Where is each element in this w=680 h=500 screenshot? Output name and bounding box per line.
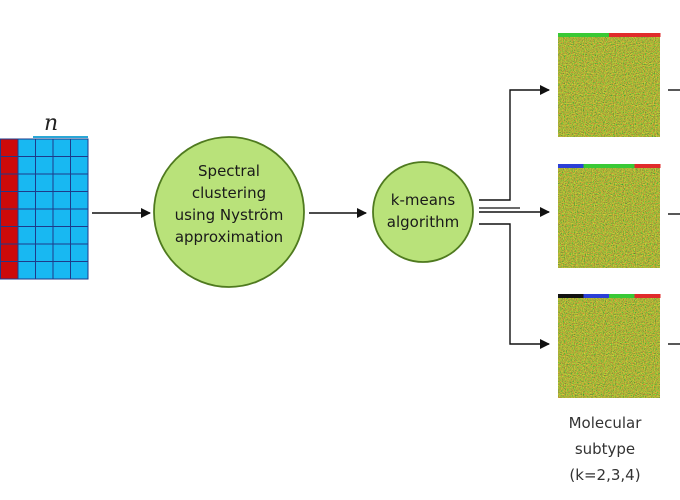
heatmap-group-bar-segment: [558, 33, 584, 37]
matrix-cell: [35, 191, 54, 210]
molecular-subtype-caption: Molecular subtype (k=2,3,4): [569, 414, 643, 484]
matrix-cell: [52, 138, 71, 157]
matrix-cell: [52, 156, 71, 175]
heatmap-group-bar-segment: [583, 164, 610, 168]
matrix-cells: [0, 138, 89, 280]
matrix-cell: [35, 261, 54, 280]
heatmap-group-bar-segment: [558, 164, 584, 168]
matrix-cell: [0, 208, 19, 227]
matrix-cell: [70, 191, 89, 210]
heatmap-group-bar-segment: [583, 294, 610, 298]
matrix-cell: [70, 261, 89, 280]
matrix-cell: [0, 226, 19, 245]
matrix-cell: [35, 156, 54, 175]
matrix-cell: [0, 261, 19, 280]
outgoing-stubs: [668, 89, 680, 345]
caption-line-1: Molecular: [569, 414, 643, 432]
matrix-dimension-label: n: [44, 111, 58, 136]
matrix-cell: [17, 173, 36, 192]
matrix-cell: [35, 243, 54, 262]
kmeans-node: k-means algorithm: [372, 161, 474, 263]
heatmap-2: [558, 164, 661, 268]
matrix-cell: [17, 138, 36, 157]
spectral-clustering-circle: [153, 136, 305, 288]
heatmap-texture: [558, 168, 660, 268]
matrix-cell: [35, 226, 54, 245]
spectral-clustering-node: Spectral clustering using Nyström approx…: [153, 136, 305, 288]
matrix-cell: [52, 226, 71, 245]
matrix-cell: [35, 138, 54, 157]
matrix-cell: [52, 261, 71, 280]
heatmap-1: [558, 33, 661, 137]
matrix-cell: [70, 226, 89, 245]
matrix-cell: [70, 138, 89, 157]
matrix-cell: [0, 191, 19, 210]
branch-arrows: [479, 85, 550, 349]
heatmap-group-bar-segment: [583, 33, 610, 37]
matrix-cell: [0, 156, 19, 175]
matrix-cell: [17, 156, 36, 175]
matrix-cell: [35, 173, 54, 192]
matrix-cell: [52, 191, 71, 210]
heatmap-texture: [558, 298, 660, 398]
data-matrix: n: [0, 111, 89, 280]
matrix-cell: [17, 191, 36, 210]
matrix-cell: [35, 208, 54, 227]
kmeans-label-2: algorithm: [387, 213, 459, 231]
heatmap-group-bar-segment: [609, 294, 635, 298]
matrix-cell: [52, 208, 71, 227]
matrix-cell: [52, 243, 71, 262]
spectral-label-1: Spectral: [198, 162, 260, 180]
matrix-cell: [70, 173, 89, 192]
arrow-to-heatmap-3: [479, 223, 550, 349]
heatmap-group-bar-segment: [609, 164, 635, 168]
heatmap-group-bar-segment: [558, 294, 584, 298]
heatmap-group-bar-segment: [634, 164, 661, 168]
matrix-cell: [70, 208, 89, 227]
matrix-cell: [17, 243, 36, 262]
heatmap-group-bar-segment: [609, 33, 635, 37]
matrix-cell: [17, 261, 36, 280]
matrix-cell: [17, 208, 36, 227]
matrix-cell: [70, 156, 89, 175]
matrix-cell: [0, 173, 19, 192]
heatmap-group-bar-segment: [634, 294, 661, 298]
heatmap-3: [558, 294, 661, 398]
caption-line-3: (k=2,3,4): [569, 466, 640, 484]
arrow-to-heatmap-1: [479, 85, 550, 201]
kmeans-label-1: k-means: [391, 191, 456, 209]
kmeans-circle: [372, 161, 474, 263]
spectral-label-4: approximation: [175, 228, 283, 246]
matrix-cell: [0, 243, 19, 262]
caption-line-2: subtype: [575, 440, 635, 458]
spectral-label-3: using Nyström: [175, 206, 284, 224]
spectral-label-2: clustering: [192, 184, 266, 202]
matrix-cell: [70, 243, 89, 262]
heatmap-texture: [558, 37, 660, 137]
matrix-cell: [0, 138, 19, 157]
heatmaps: [558, 33, 661, 398]
matrix-cell: [17, 226, 36, 245]
matrix-cell: [52, 173, 71, 192]
heatmap-group-bar-segment: [634, 33, 661, 37]
